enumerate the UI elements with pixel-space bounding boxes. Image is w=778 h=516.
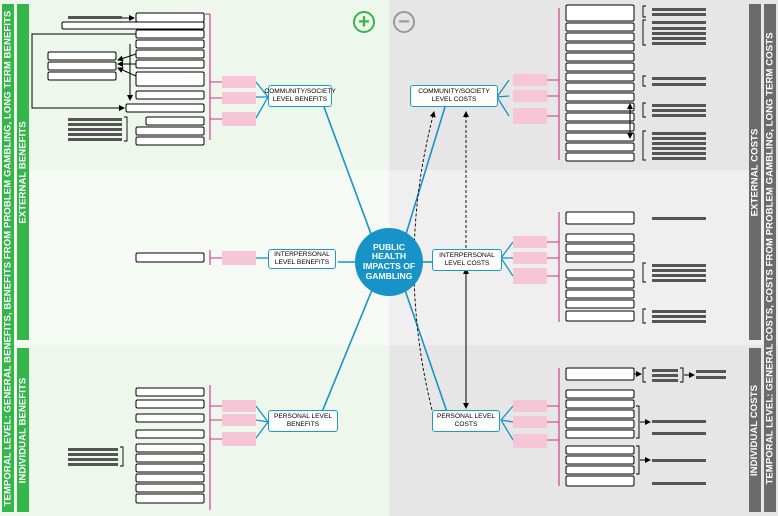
individual-costs-bar: INDIVIDUAL COSTS [749, 348, 761, 512]
center-title: PUBLIC HEALTH IMPACTS OF GAMBLING [362, 241, 416, 281]
personal-benefits-node: PERSONAL LEVEL BENEFITS [268, 410, 338, 432]
individual-benefits-bar: INDIVIDUAL BENEFITS [17, 348, 29, 512]
temporal-costs-bar: TEMPORAL LEVEL: GENERAL COSTS, COSTS FRO… [764, 4, 776, 512]
interpersonal-benefits-node: INTERPERSONAL LEVEL BENEFITS [268, 249, 336, 269]
brackets [120, 5, 684, 475]
node-connectors [255, 79, 514, 441]
community-costs-node: COMMUNITY/SOCIETY LEVEL COSTS [410, 85, 498, 107]
detail-boxes [47, 4, 635, 504]
personal-costs-node: PERSONAL LEVEL COSTS [432, 410, 500, 432]
plus-icon: + [353, 11, 375, 33]
arrows [31, 15, 695, 463]
temporal-benefits-bar: TEMPORAL LEVEL: GENERAL BENEFITS, BENEFI… [2, 4, 14, 512]
magenta-connectors [205, 8, 560, 510]
pink-boxes [222, 74, 547, 448]
interpersonal-costs-node: INTERPERSONAL LEVEL COSTS [432, 249, 502, 271]
minus-icon: − [393, 11, 415, 33]
external-costs-bar: EXTERNAL COSTS [749, 4, 761, 340]
community-benefits-node: COMMUNITY/SOCIETY LEVEL BENEFITS [264, 85, 336, 107]
redacted-bars [68, 8, 726, 485]
external-benefits-bar: EXTERNAL BENEFITS [17, 4, 29, 340]
center-circle: PUBLIC HEALTH IMPACTS OF GAMBLING [355, 228, 423, 296]
